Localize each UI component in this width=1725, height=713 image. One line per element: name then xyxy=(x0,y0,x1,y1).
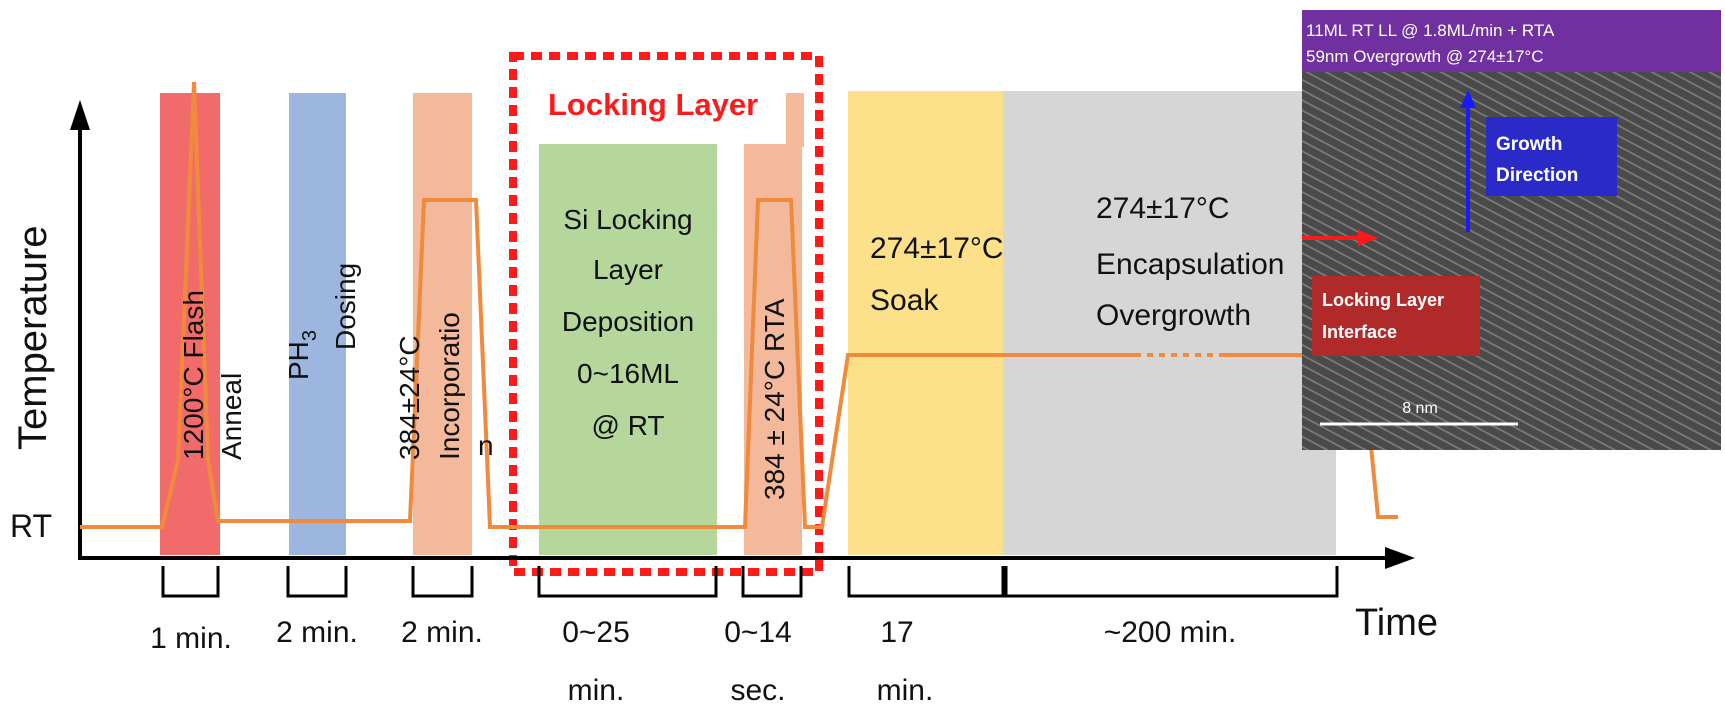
interface-arrow-head xyxy=(1358,230,1378,246)
duration-si-locking-2: min. xyxy=(568,674,625,707)
growth-direction-line-1: Growth xyxy=(1496,134,1563,155)
duration-overgrowth: ~200 min. xyxy=(1104,616,1237,649)
duration-rta-2: sec. xyxy=(730,674,785,707)
y-axis-label: Temperature xyxy=(11,225,55,450)
locking-interface-line-1: Locking Layer xyxy=(1322,290,1444,310)
si-locking-line-1: Si Locking xyxy=(563,204,692,235)
ph3-dosing-label: Dosing xyxy=(330,263,361,350)
duration-labels: 1 min. 2 min. 2 min. 0~25 min. 0~14 sec.… xyxy=(150,616,1236,707)
duration-ph3: 2 min. xyxy=(276,616,358,649)
growth-arrow-head xyxy=(1460,90,1476,108)
soak-label: Soak xyxy=(870,284,939,317)
soak-temp: 274±17°C xyxy=(870,232,1004,265)
growth-direction-line-2: Direction xyxy=(1496,165,1578,186)
incorporation-temp-label: 384±24°C xyxy=(394,335,425,460)
rta-band-top xyxy=(786,93,804,147)
ph3-dosing-band xyxy=(289,93,346,555)
tem-caption-box xyxy=(1302,10,1721,72)
ph3-subscript: 3 xyxy=(299,330,321,341)
rt-label: RT xyxy=(10,508,52,544)
duration-si-locking-1: 0~25 xyxy=(562,616,630,649)
duration-incorporation: 2 min. xyxy=(401,616,483,649)
bracket-ph3 xyxy=(286,566,348,598)
temperature-curve xyxy=(80,81,1135,529)
si-locking-line-3: Deposition xyxy=(562,306,694,337)
x-axis-arrow xyxy=(1385,547,1415,569)
duration-rta-1: 0~14 xyxy=(724,616,792,649)
locking-layer-box xyxy=(509,52,823,576)
soak-band xyxy=(848,91,1003,555)
x-axis-label: Time xyxy=(1355,602,1438,644)
bracket-si-locking xyxy=(537,566,718,598)
rta-label: 384 ± 24°C RTA xyxy=(759,298,790,500)
overgrowth-label-2: Overgrowth xyxy=(1096,299,1251,332)
y-axis-arrow xyxy=(70,100,90,130)
incorporation-label: Incorporatio xyxy=(434,312,465,460)
overgrowth-label-1: Encapsulation xyxy=(1096,248,1284,281)
ph3-label: PH3 xyxy=(283,330,321,380)
flash-anneal-label-2: Anneal xyxy=(216,373,247,460)
ph3-formula: PH xyxy=(283,341,314,380)
overgrowth-band xyxy=(1003,91,1336,555)
incorporation-band xyxy=(413,93,472,555)
tem-inset: 11ML RT LL @ 1.8ML/min + RTA 59nm Overgr… xyxy=(1302,10,1721,450)
overgrowth-temp: 274±17°C xyxy=(1096,192,1230,225)
si-locking-line-4: 0~16ML xyxy=(577,358,679,389)
si-locking-band xyxy=(539,144,717,555)
bracket-flash xyxy=(161,566,220,598)
incorporation-label-cont: n xyxy=(478,430,494,461)
duration-brackets xyxy=(161,566,1339,598)
si-locking-line-2: Layer xyxy=(593,254,663,285)
bracket-incorporation xyxy=(411,566,474,598)
growth-direction-box xyxy=(1486,117,1617,196)
bracket-soak xyxy=(847,566,1005,598)
soak-text: 274±17°C Soak xyxy=(870,232,1004,317)
locking-interface-line-2: Interface xyxy=(1322,322,1397,342)
bracket-overgrowth xyxy=(1004,566,1339,598)
tem-image xyxy=(1302,10,1721,450)
tem-caption-line-1: 11ML RT LL @ 1.8ML/min + RTA xyxy=(1306,21,1555,40)
duration-flash: 1 min. xyxy=(150,622,232,655)
overgrowth-text: 274±17°C Encapsulation Overgrowth xyxy=(1096,192,1284,332)
si-locking-line-5: @ RT xyxy=(591,410,664,441)
bracket-rta xyxy=(741,566,803,598)
scale-bar-label: 8 nm xyxy=(1402,400,1438,417)
duration-soak-2: min. xyxy=(877,674,934,707)
flash-anneal-label-1: 1200°C Flash xyxy=(178,290,209,460)
locking-layer-label: Locking Layer xyxy=(548,87,758,122)
duration-soak-1: 17 xyxy=(880,616,913,649)
si-locking-text: Si Locking Layer Deposition 0~16ML @ RT xyxy=(562,204,694,441)
locking-interface-box xyxy=(1312,276,1480,356)
tem-caption-line-2: 59nm Overgrowth @ 274±17°C xyxy=(1306,47,1544,66)
